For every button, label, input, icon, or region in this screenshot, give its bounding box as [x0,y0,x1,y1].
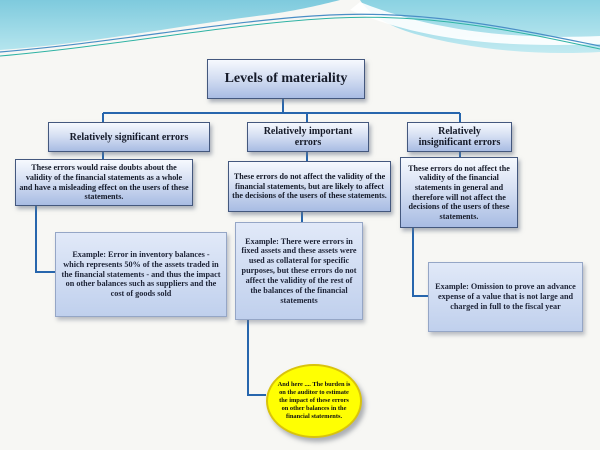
connector-desc3-example3 [412,228,428,297]
slide-title: Levels of materiality [224,71,348,86]
level-box-insignificant: Relatively insignificant errors [407,122,512,152]
connector-title-tree [102,99,461,122]
header-wave-decoration [0,0,600,66]
connector-desc1-example1 [35,206,55,273]
description-box-important: These errors do not affect the validity … [228,161,391,212]
description-text: These errors do not affect the validity … [232,172,387,201]
example-text: Example: Omission to prove an advance ex… [435,282,576,311]
example-box-significant: Example: Error in inventory balances - w… [55,232,227,317]
example-box-insignificant: Example: Omission to prove an advance ex… [428,262,583,332]
description-box-insignificant: These errors do not affect the validity … [400,157,518,228]
connector-example2-callout [247,320,266,396]
callout-text: And here .... The burden is on the audit… [277,381,351,420]
example-box-important: Example: There were errors in fixed asse… [235,222,363,320]
example-text: Example: There were errors in fixed asse… [241,236,357,305]
level-box-important: Relatively important errors [247,122,369,152]
title-box: Levels of materiality [207,59,365,99]
description-box-significant: These errors would raise doubts about th… [15,159,193,206]
auditor-note-callout: And here .... The burden is on the audit… [266,364,362,438]
level-label: Relatively important errors [263,126,353,148]
description-text: These errors would raise doubts about th… [19,163,189,202]
level-label: Relatively insignificant errors [418,126,501,148]
example-text: Example: Error in inventory balances - w… [61,249,221,299]
wave-accent-line-teal [0,16,600,57]
wave-accent-line-blue [0,13,600,53]
description-text: These errors do not affect the validity … [408,163,510,221]
wave-left-shape [0,0,340,50]
level-box-significant: Relatively significant errors [48,122,210,152]
level-label: Relatively significant errors [69,131,189,143]
